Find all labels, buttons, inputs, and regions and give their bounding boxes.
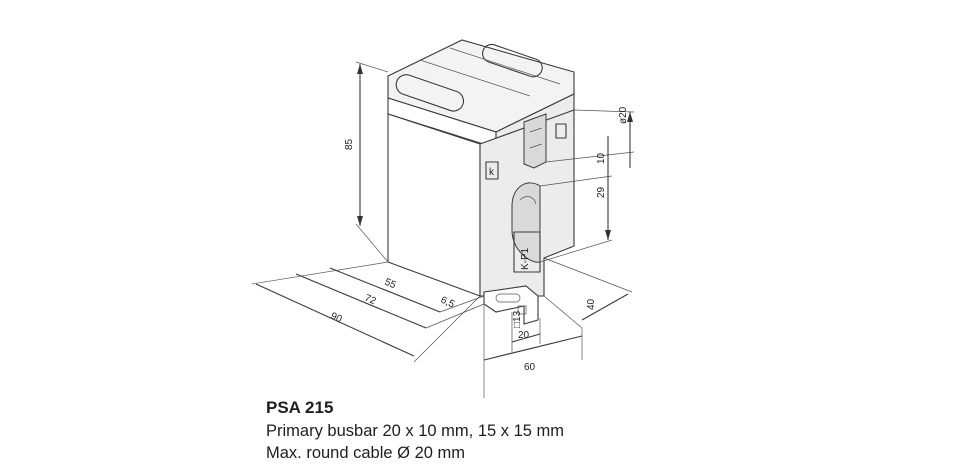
terminal-k-box bbox=[485, 161, 499, 180]
dim-offset-text: 6,5 bbox=[439, 295, 457, 311]
dim-side-depth-text: 40 bbox=[586, 298, 597, 310]
dim-square-text: □13 bbox=[512, 310, 523, 328]
dim-height-text: 85 bbox=[344, 138, 355, 150]
spec-busbar: Primary busbar 20 x 10 mm, 15 x 15 mm bbox=[266, 422, 565, 440]
dim-window-height-text: 29 bbox=[596, 186, 607, 198]
dim-front-width-text: 60 bbox=[524, 362, 536, 373]
marking-frame bbox=[513, 231, 541, 273]
top-slot-left bbox=[395, 74, 465, 112]
top-slot-right bbox=[482, 43, 543, 78]
dim-right bbox=[539, 109, 635, 263]
dim-cable-diameter-text: ø20 bbox=[618, 106, 629, 124]
bottom-terminal bbox=[483, 285, 539, 325]
dim-height bbox=[355, 61, 389, 263]
spec-cable: Max. round cable Ø 20 mm bbox=[266, 444, 465, 462]
dim-depth-body-text: 72 bbox=[363, 293, 378, 308]
dim-front bbox=[483, 257, 633, 398]
dim-depth-window-text: 55 bbox=[383, 277, 398, 292]
terminal-k-label: k bbox=[489, 167, 495, 178]
dim-depths bbox=[251, 261, 485, 363]
terminal-small-box bbox=[555, 123, 567, 139]
marking-label: K-P1 bbox=[520, 247, 531, 270]
dim-depth-overall-text: 90 bbox=[329, 311, 344, 326]
terminal-clip bbox=[523, 113, 547, 169]
body-front-face bbox=[387, 113, 481, 297]
dim-busbar-width-text: 20 bbox=[518, 330, 530, 341]
dim-window-gap-text: 10 bbox=[596, 152, 607, 164]
model-title: PSA 215 bbox=[266, 398, 334, 417]
